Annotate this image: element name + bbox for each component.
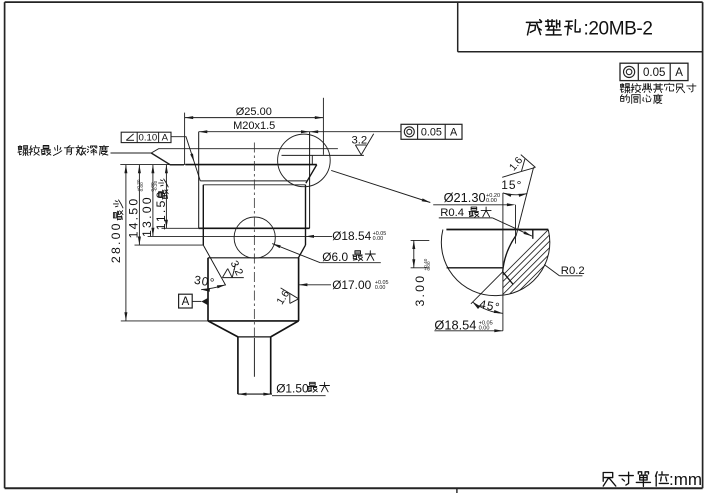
svg-text:R0.2: R0.2 (561, 265, 585, 277)
svg-text:+0.05: +0.05 (479, 320, 493, 326)
svg-text:Ø1.50: Ø1.50 (276, 381, 309, 395)
svg-text:+0.05: +0.05 (373, 231, 387, 237)
svg-text::mm: :mm (669, 470, 702, 489)
svg-text:0.00: 0.00 (139, 182, 144, 192)
svg-text:Ø17.00: Ø17.00 (332, 278, 371, 292)
svg-text:14.50: 14.50 (127, 197, 141, 239)
svg-text:Ø25.00: Ø25.00 (236, 106, 272, 118)
svg-text:0.05: 0.05 (421, 127, 442, 139)
svg-text:+0.20: +0.20 (136, 179, 141, 191)
svg-text:+0.05: +0.05 (375, 280, 389, 286)
svg-text:0.00: 0.00 (479, 325, 490, 331)
svg-text:A: A (675, 67, 683, 79)
svg-text:0.00: 0.00 (150, 182, 155, 192)
svg-text:0.00: 0.00 (375, 285, 386, 291)
svg-text:Ø6.0: Ø6.0 (322, 250, 348, 264)
svg-text:+0.40: +0.40 (423, 258, 428, 270)
svg-text:13.00: 13.00 (140, 195, 154, 237)
svg-text:-0.20: -0.20 (153, 180, 158, 191)
svg-text:M20x1.5: M20x1.5 (233, 120, 275, 132)
svg-text:0.00: 0.00 (486, 198, 497, 204)
svg-text:28.00: 28.00 (109, 221, 123, 263)
svg-text:11.50: 11.50 (154, 189, 168, 230)
svg-text:A: A (450, 127, 458, 139)
svg-text:0.10: 0.10 (139, 132, 158, 143)
svg-text:30°: 30° (193, 273, 216, 290)
svg-text::20MB-2: :20MB-2 (584, 18, 653, 39)
svg-text:+0.20: +0.20 (486, 193, 500, 199)
svg-text:Ø18.54: Ø18.54 (434, 317, 476, 332)
svg-text:A: A (182, 296, 190, 308)
svg-text:3.2: 3.2 (351, 134, 367, 146)
svg-text:0.00: 0.00 (373, 236, 384, 242)
svg-text:A: A (162, 132, 169, 143)
svg-text:R0.4: R0.4 (440, 207, 464, 219)
svg-text:45°: 45° (478, 297, 501, 314)
svg-text:0.05: 0.05 (643, 67, 665, 79)
svg-text:15°: 15° (501, 178, 522, 192)
svg-text:3.2: 3.2 (228, 259, 245, 278)
svg-text:Ø21.30: Ø21.30 (444, 190, 486, 205)
svg-text:0.00: 0.00 (426, 261, 431, 271)
svg-text:3.00: 3.00 (413, 274, 427, 307)
svg-text:Ø18.54: Ø18.54 (332, 229, 371, 243)
